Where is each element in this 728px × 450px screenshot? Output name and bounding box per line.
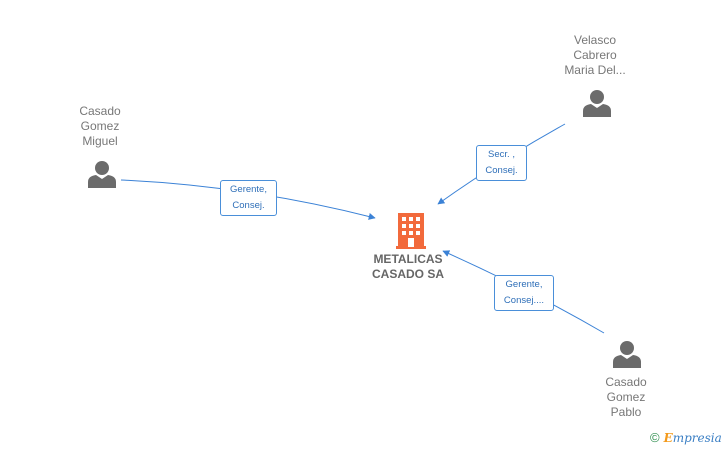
relation-label-line2: Consej....	[503, 295, 545, 306]
person-name-line1: Casado	[79, 104, 121, 118]
person-casado-gomez-pablo[interactable]: Casado Gomez Pablo	[586, 375, 666, 420]
relation-label-line1: Secr. ,	[488, 149, 515, 160]
person-name-line1: Casado	[605, 375, 647, 389]
person-name-line3: Maria Del...	[564, 63, 626, 77]
person-name-line3: Miguel	[82, 134, 118, 148]
building-icon[interactable]	[396, 213, 426, 249]
relation-label-line2: Consej.	[485, 165, 518, 176]
copyright-icon: ©	[650, 430, 660, 445]
brand-logo-e: E	[663, 431, 673, 445]
person-casado-gomez-miguel[interactable]: Casado Gomez Miguel	[60, 104, 140, 149]
company-name-line1: METALICAS	[373, 252, 443, 266]
person-name: Casado Gomez Miguel	[60, 104, 140, 149]
relation-label-line2: Consej.	[232, 200, 265, 211]
company-name-line2: CASADO SA	[371, 267, 444, 281]
person-name: Velasco Cabrero Maria Del...	[555, 33, 635, 78]
person-icon[interactable]	[613, 340, 641, 368]
relation-label[interactable]: Gerente, Consej.	[220, 180, 277, 216]
person-name: Casado Gomez Pablo	[586, 375, 666, 420]
relation-label-line1: Gerente,	[505, 279, 543, 290]
person-name-line2: Gomez	[606, 390, 646, 404]
person-name-line2: Gomez	[80, 119, 120, 133]
person-name-line3: Pablo	[610, 405, 642, 419]
person-icon[interactable]	[88, 160, 116, 188]
relation-label-line1: Gerente,	[230, 184, 267, 195]
relation-label[interactable]: Gerente, Consej....	[494, 275, 554, 311]
relation-label[interactable]: Secr. , Consej.	[476, 145, 527, 181]
brand-logo-text: mpresia	[672, 431, 722, 445]
brand-logo[interactable]: ©Empresia	[650, 430, 722, 446]
person-name-line1: Velasco	[573, 33, 617, 47]
person-velasco-cabrero[interactable]: Velasco Cabrero Maria Del...	[555, 33, 635, 78]
person-name-line2: Cabrero	[573, 48, 617, 62]
person-icon[interactable]	[583, 89, 611, 117]
company-name[interactable]: METALICAS CASADO SA	[348, 252, 468, 282]
